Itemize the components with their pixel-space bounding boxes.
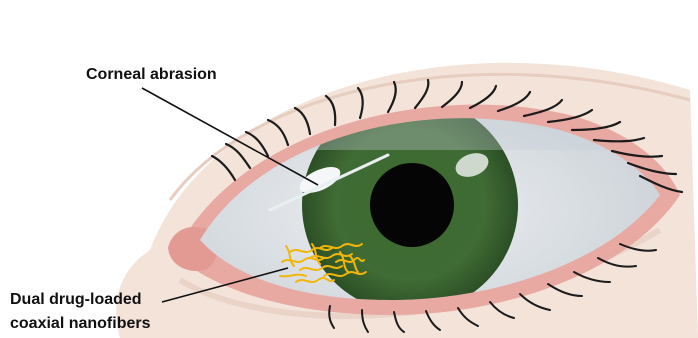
label-nanofibers: Dual drug-loaded coaxial nanofibers	[10, 288, 151, 336]
label-corneal-abrasion: Corneal abrasion	[86, 63, 217, 87]
pupil	[370, 163, 454, 247]
label-nanofibers-line2: coaxial nanofibers	[10, 312, 151, 336]
label-nanofibers-line1: Dual drug-loaded	[10, 288, 151, 312]
